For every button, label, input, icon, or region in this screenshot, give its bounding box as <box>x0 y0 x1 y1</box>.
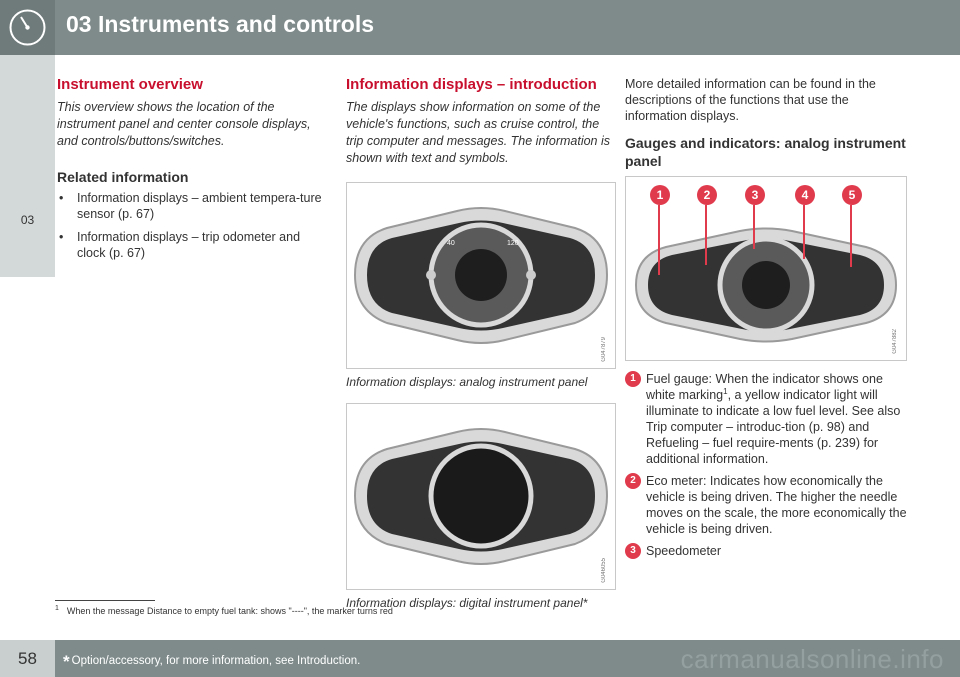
legend-text: Fuel gauge: When the indicator shows one… <box>646 372 883 402</box>
related-link[interactable]: Information displays – ambient tempera-t… <box>57 190 325 222</box>
related-heading: Related information <box>57 169 189 185</box>
legend-number: 3 <box>625 543 641 559</box>
footnote-mark: 1 <box>55 605 59 612</box>
section-intro: More detailed information can be found i… <box>625 77 876 123</box>
callout-2: 2 <box>697 185 717 205</box>
option-star: * <box>63 652 70 671</box>
figure-analog-panel: 40 120 G047879 <box>346 182 616 369</box>
footer-note: *Option/accessory, for more information,… <box>63 652 360 672</box>
figure-caption: Information displays: analog instrument … <box>346 375 588 389</box>
watermark: carmanualsonline.info <box>680 644 944 674</box>
legend-item: 2 Eco meter: Indicates how economically … <box>625 473 910 537</box>
related-list: Information displays – ambient tempera-t… <box>57 190 325 261</box>
column-instrument-overview: Instrument overview This overview shows … <box>57 76 325 268</box>
analog-instrument-panel-image: 40 120 <box>353 207 609 344</box>
chapter-side-tab: 03 <box>0 55 55 277</box>
footnote: 1 When the message Distance to empty fuel… <box>55 605 393 616</box>
legend-text: Eco meter: Indicates how economically th… <box>646 474 907 536</box>
legend-number: 2 <box>625 473 641 489</box>
chapter-title: 03 Instruments and controls <box>66 11 375 37</box>
column-gauges-indicators: More detailed information can be found i… <box>625 76 910 565</box>
footnote-divider <box>55 600 155 601</box>
column-information-displays: Information displays – introduction The … <box>346 76 616 610</box>
section-intro: This overview shows the location of the … <box>57 100 311 148</box>
section-heading: Instrument overview <box>57 76 203 93</box>
figure-code: G047882 <box>892 329 898 354</box>
legend-number: 1 <box>625 371 641 387</box>
figure-caption: Information displays: digital instrument… <box>346 596 588 610</box>
callout-5: 5 <box>842 185 862 205</box>
section-intro: The displays show information on some of… <box>346 100 611 165</box>
figure-code: G046055 <box>601 558 607 583</box>
footnote-ref: 1 <box>723 386 728 396</box>
legend-text: Speedometer <box>646 544 722 558</box>
gauge-icon-box <box>0 0 55 55</box>
callout-4: 4 <box>795 185 815 205</box>
footer-bar: *Option/accessory, for more information,… <box>55 640 960 677</box>
chapter-header: 03 Instruments and controls <box>0 0 960 55</box>
figure-digital-panel: G046055 <box>346 403 616 590</box>
related-link[interactable]: Information displays – trip odometer and… <box>57 229 325 261</box>
analog-panel-callout-image <box>634 205 898 343</box>
chapter-tab-label: 03 <box>20 213 35 227</box>
figure-code: G047879 <box>601 337 607 362</box>
page-number: 58 <box>18 649 37 668</box>
gauge-icon <box>9 9 46 46</box>
legend-item: 1 Fuel gauge: When the indicator shows o… <box>625 371 910 467</box>
callout-1: 1 <box>650 185 670 205</box>
page-number-box: 58 <box>0 640 55 677</box>
digital-instrument-panel-image <box>353 428 609 565</box>
footnote-text: When the message Distance to empty fuel … <box>66 606 393 616</box>
svg-text:40: 40 <box>447 240 455 247</box>
legend-text-cont: , a yellow indicator light will illumina… <box>646 388 901 466</box>
legend-item: 3 Speedometer <box>625 543 910 559</box>
footer-note-text: Option/accessory, for more information, … <box>71 655 361 667</box>
section-subheading: Gauges and indicators: analog instrument… <box>625 135 906 169</box>
figure-analog-callouts: 1 2 3 4 5 G047882 <box>625 176 907 361</box>
svg-text:120: 120 <box>507 240 519 247</box>
callout-3: 3 <box>745 185 765 205</box>
section-heading: Information displays – introduction <box>346 76 597 93</box>
callout-legend: 1 Fuel gauge: When the indicator shows o… <box>625 371 910 559</box>
